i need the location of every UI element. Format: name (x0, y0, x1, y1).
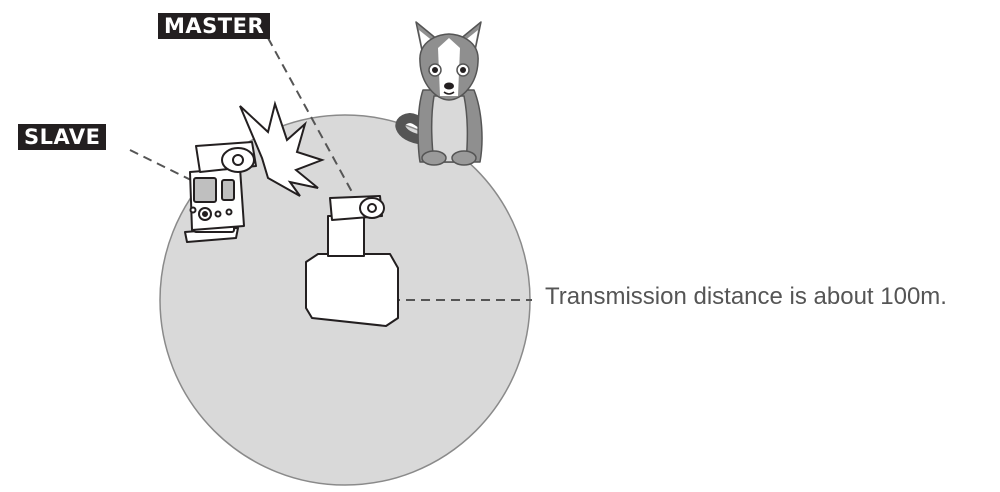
master-camera-icon (305, 195, 399, 327)
slave-label: SLAVE (18, 124, 107, 150)
master-label: MASTER (158, 13, 271, 39)
flash-burst-icon (239, 100, 326, 197)
slave-speedlite-icon (184, 141, 257, 243)
slave-leader-line (129, 149, 198, 184)
dog-icon (395, 21, 483, 166)
transmission-distance-note: Transmission distance is about 100m. (545, 283, 947, 310)
